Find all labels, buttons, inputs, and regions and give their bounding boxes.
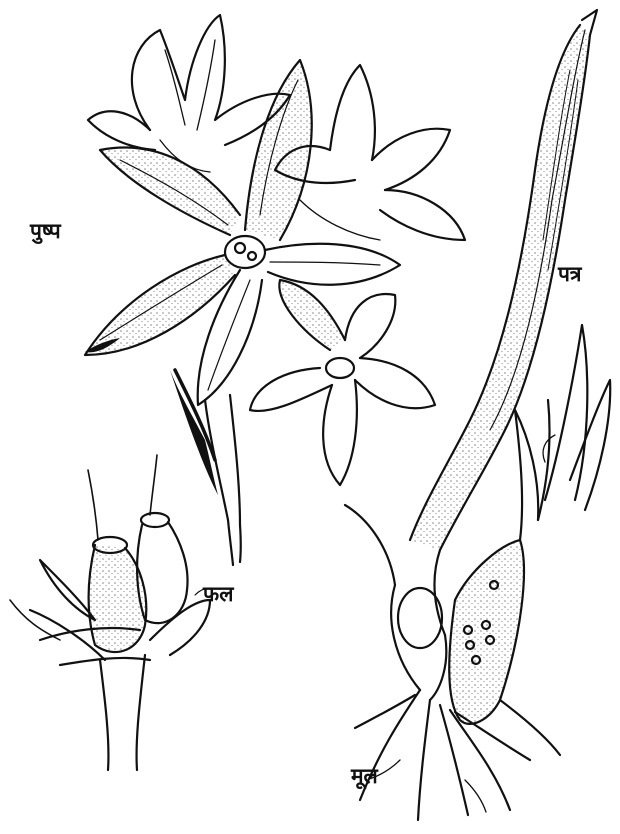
roots: [355, 690, 530, 820]
lower-flower: [250, 280, 435, 485]
label-fruit: फल: [203, 584, 233, 605]
stipple-shading: [85, 25, 590, 724]
label-flower: पुष्प: [30, 221, 61, 242]
label-root: मूल: [351, 766, 378, 787]
label-leaf: पत्र: [558, 264, 582, 285]
